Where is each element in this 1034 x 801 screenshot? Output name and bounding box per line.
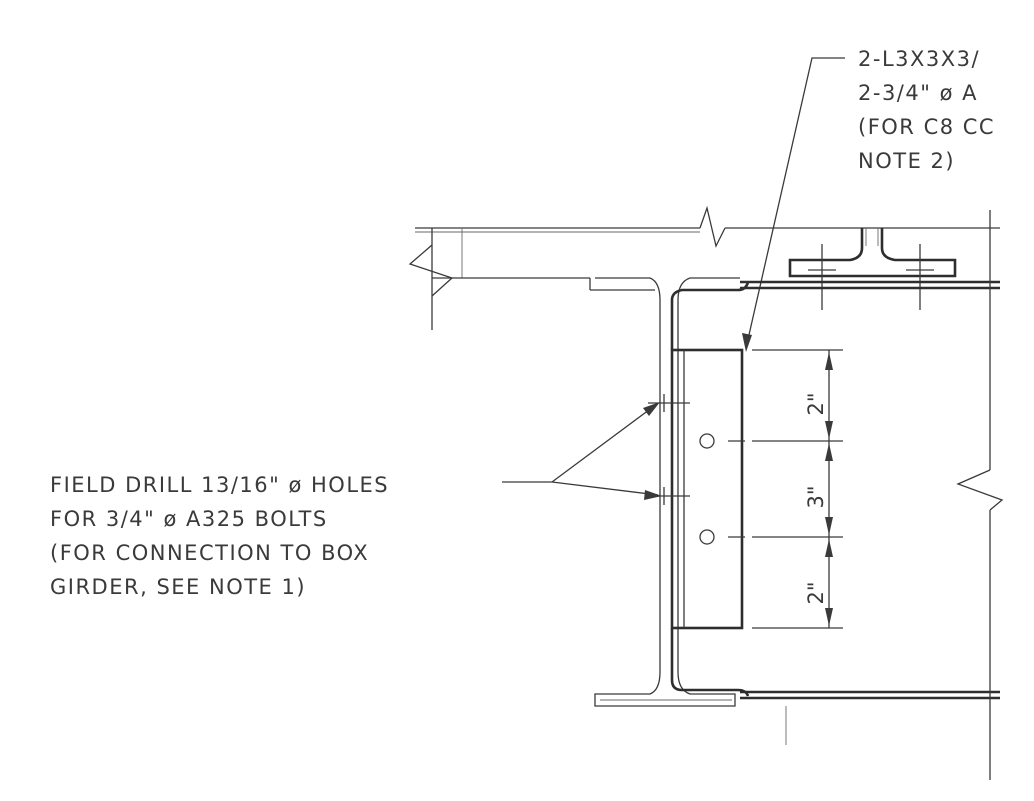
deck-slab: [408, 205, 1000, 330]
leader-top-right: [742, 57, 845, 352]
note-top-right-line-2: 2-3/4" ø A: [858, 81, 978, 105]
box-girder-web: [956, 210, 1004, 780]
note-left-line-1: FIELD DRILL 13/16" ø HOLES: [50, 473, 389, 497]
note-left-line-2: FOR 3/4" ø A325 BOLTS: [50, 507, 328, 531]
dimension-label-middle: 3": [804, 485, 828, 508]
dimension-label-bottom: 2": [804, 581, 828, 604]
top-stiffener-tee: [788, 228, 957, 278]
dimension-chain: [752, 349, 843, 629]
box-girder-top-flange: [740, 280, 1000, 290]
clip-angle: [670, 281, 1000, 700]
top-bolt-1: [808, 244, 836, 310]
note-left-line-4: GIRDER, SEE NOTE 1): [50, 575, 306, 599]
field-drill-marks: [648, 394, 690, 505]
leader-left: [502, 402, 662, 500]
note-top-right-line-1: 2-L3X3X3/: [858, 47, 980, 71]
note-top-right-line-3: (FOR C8 CC: [858, 115, 995, 139]
note-top-right: 2-L3X3X3/ 2-3/4" ø A (FOR C8 CC NOTE 2): [858, 47, 995, 173]
bolt-hole-1: [699, 433, 745, 449]
bolt-hole-2: [699, 529, 745, 545]
note-top-right-line-4: NOTE 2): [858, 149, 955, 173]
dimension-label-top: 2": [804, 392, 828, 415]
note-left: FIELD DRILL 13/16" ø HOLES FOR 3/4" ø A3…: [50, 473, 389, 599]
top-bolt-2: [906, 244, 934, 310]
wide-flange-beam: [594, 277, 740, 707]
note-left-line-3: (FOR CONNECTION TO BOX: [50, 541, 369, 565]
